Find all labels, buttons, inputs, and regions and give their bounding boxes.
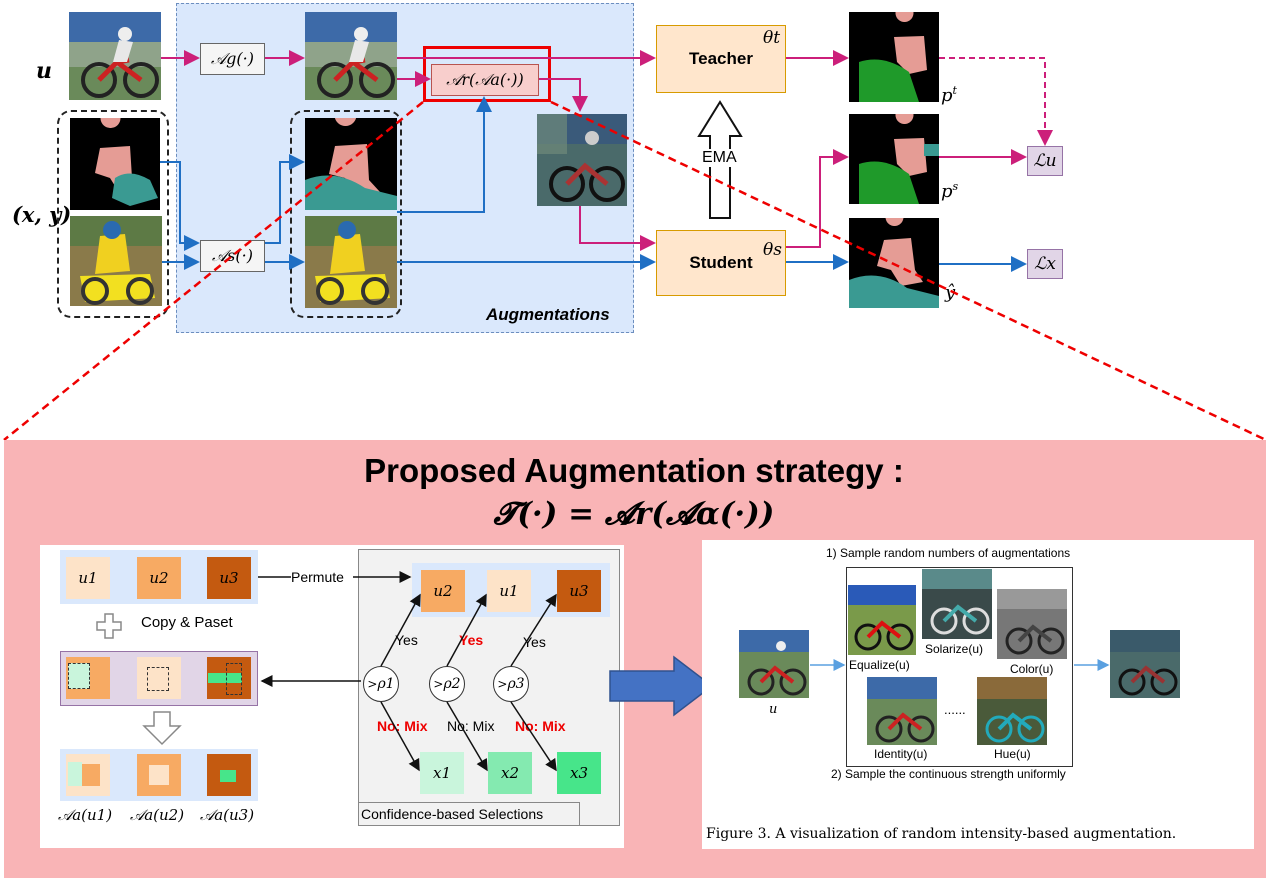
cp-square-3-dash (226, 663, 242, 695)
perm-square-3: u3 (557, 570, 601, 612)
u1-label: u1 (78, 569, 98, 587)
strong-aug-mask-image (305, 118, 397, 210)
augmentations-label: Augmentations (486, 305, 610, 324)
perm-square-1: u2 (421, 570, 465, 612)
u2-square: u2 (137, 557, 181, 599)
solarize-label: Solarize(u) (925, 642, 984, 656)
input-xy-label: (x, y) (12, 202, 72, 227)
aa-square-3-inner (220, 770, 236, 782)
copy-paste-label: Copy & Paset (141, 614, 233, 631)
identity-label: Identity(u) (874, 747, 928, 761)
perm-square-2: u1 (487, 570, 531, 612)
loss-x-box: ℒx (1027, 249, 1063, 279)
u3-label: u3 (219, 569, 239, 587)
x2-square: x2 (488, 752, 532, 794)
perm-label-1: u2 (433, 582, 453, 600)
solarize-image (922, 569, 992, 639)
permute-label: Permute (291, 569, 344, 585)
rho-label-1: > (367, 677, 378, 691)
x2-label: x2 (500, 764, 519, 782)
rho-circle-3: >ρ3 (493, 666, 529, 702)
teacher-label: Teacher (689, 49, 753, 68)
down-arrow-icon (142, 711, 182, 746)
color-image (997, 589, 1067, 659)
step2-label: 2) Sample the continuous strength unifor… (831, 767, 1066, 781)
confidence-label: Confidence-based Selections (361, 806, 544, 822)
cp-square-2-patch (147, 667, 169, 691)
aa-square-1-inner (82, 764, 100, 786)
ar-op-box: 𝒜r(𝒜a(·)) (431, 64, 539, 96)
rc-output-image (1110, 630, 1180, 698)
u2-label: u2 (149, 569, 169, 587)
no-label-1: No: Mix (377, 718, 428, 734)
rc-input-image (739, 630, 809, 698)
rho-label-2: > (433, 677, 444, 691)
rho-label-3: > (497, 677, 508, 691)
loss-u-box: ℒu (1027, 146, 1063, 176)
no-label-3: No: Mix (515, 718, 566, 734)
u1-square: u1 (66, 557, 110, 599)
rho-circle-2: >ρ2 (429, 666, 465, 702)
equalize-image (848, 585, 916, 655)
cp-square-3-patch (208, 673, 242, 683)
teacher-theta: θt (763, 28, 781, 48)
teacher-box: Teacher (656, 25, 786, 93)
panel-title: Proposed Augmentation strategy : (364, 452, 904, 489)
strong-aug-image (305, 216, 397, 308)
aug-pool-box (846, 567, 1073, 767)
confidence-label-box (358, 802, 580, 826)
labeled-pair-group (57, 110, 169, 318)
big-right-arrow (609, 655, 714, 717)
panel-formula: 𝓣(·) = 𝓐r(𝓐α(·)) (493, 496, 775, 532)
aa-label-3: 𝒜a(u3) (200, 806, 255, 824)
perm-label-2: u1 (499, 582, 519, 600)
rho-circle-1: >ρ1 (363, 666, 399, 702)
pt-label: pt (941, 84, 957, 106)
labeled-image-x (70, 216, 162, 306)
step1-label: 1) Sample random numbers of augmentation… (826, 546, 1071, 560)
geo-aug-image (305, 12, 397, 100)
student-theta: θs (763, 240, 782, 260)
aa-label-2: 𝒜a(u2) (130, 806, 185, 824)
yhat-label: ŷ (945, 282, 956, 303)
cp-square-2 (137, 657, 181, 699)
identity-image (867, 677, 937, 745)
ellipsis-label: ...... (944, 702, 966, 717)
x1-label: x1 (432, 764, 451, 782)
teacher-pred-image (849, 12, 939, 102)
x3-square: x3 (557, 752, 601, 794)
mixed-aug-image (537, 114, 627, 206)
yes-label-2: Yes (459, 632, 484, 648)
yes-label-1: Yes (395, 632, 418, 648)
ps-label: ps (941, 180, 959, 202)
as-op-box: 𝒜s(·) (200, 240, 265, 272)
unlabeled-image-u (69, 12, 161, 100)
figure-caption: Figure 3. A visualization of random inte… (706, 826, 1177, 842)
plus-icon (96, 613, 122, 639)
ema-label: EMA (701, 149, 738, 167)
hue-image (977, 677, 1047, 745)
student-label: Student (689, 253, 753, 272)
x3-label: x3 (569, 764, 588, 782)
aa-label-1: 𝒜a(u1) (58, 806, 113, 824)
student-pred-image (849, 114, 939, 204)
input-u-label: u (36, 58, 52, 84)
color-label: Color(u) (1010, 662, 1054, 676)
x1-square: x1 (420, 752, 464, 794)
u3-square: u3 (207, 557, 251, 599)
perm-label-3: u3 (569, 582, 589, 600)
label-mask-image (70, 118, 160, 210)
equalize-label: Equalize(u) (849, 658, 910, 672)
hue-label: Hue(u) (994, 747, 1031, 761)
rc-u-label: u (769, 702, 778, 717)
cp-square-1-patch (68, 663, 90, 689)
ag-op-box: 𝒜g(·) (200, 43, 265, 75)
student-box: Student (656, 230, 786, 296)
aa-square-1-patch (68, 762, 82, 786)
strong-aug-pair-group (290, 110, 402, 318)
aa-square-2-inner (149, 765, 169, 785)
